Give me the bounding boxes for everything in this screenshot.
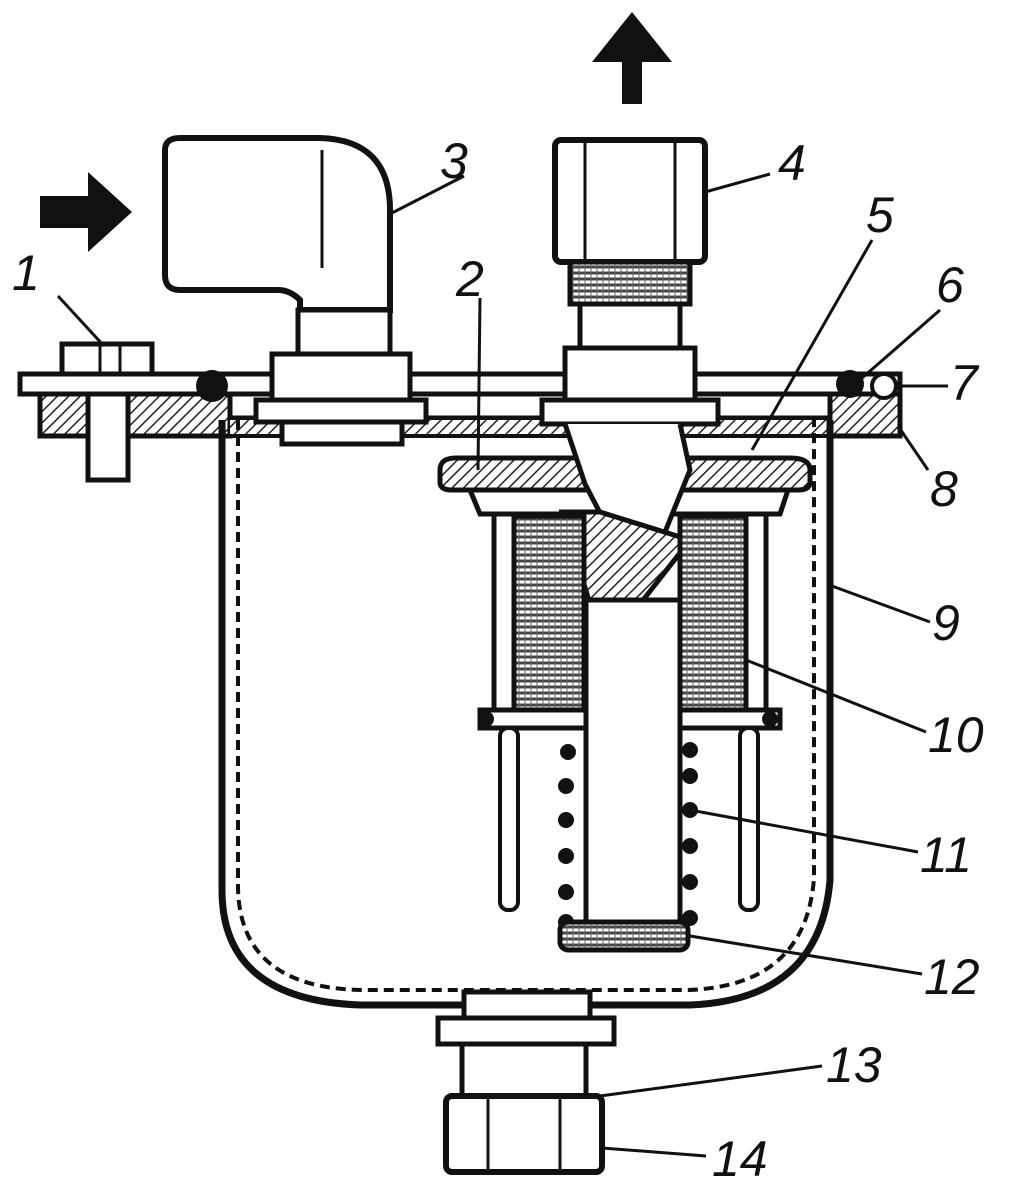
inlet-elbow-fitting [162,135,429,447]
callout-label-14: 14 [712,1131,768,1187]
callout-label-5: 5 [866,187,894,243]
callout-label-10: 10 [928,707,984,763]
seal-ring-outer [870,372,898,400]
drain-plug [435,989,617,1175]
callout-label-6: 6 [936,257,964,313]
callout-label-7: 7 [950,355,980,411]
arrow-right-icon [40,172,132,252]
seal-ring-left [196,370,228,402]
bolt [59,341,155,483]
callout-label-8: 8 [930,461,958,517]
seal-ring-right [836,370,864,398]
callout-label-3: 3 [440,133,468,189]
leader-lines [56,172,948,1158]
callout-label-9: 9 [932,595,960,651]
element-carrier-plate [437,423,813,607]
cover-plate [17,371,903,439]
spring-seat [557,919,691,953]
callout-label-4: 4 [778,135,806,191]
callout-label-12: 12 [924,949,980,1005]
callout-label-2: 2 [455,251,484,307]
callout-label-13: 13 [826,1037,882,1093]
callout-label-1: 1 [12,245,40,301]
callout-label-11: 11 [920,827,972,883]
arrow-up-icon [592,12,672,104]
outlet-union-fitting [539,137,721,427]
